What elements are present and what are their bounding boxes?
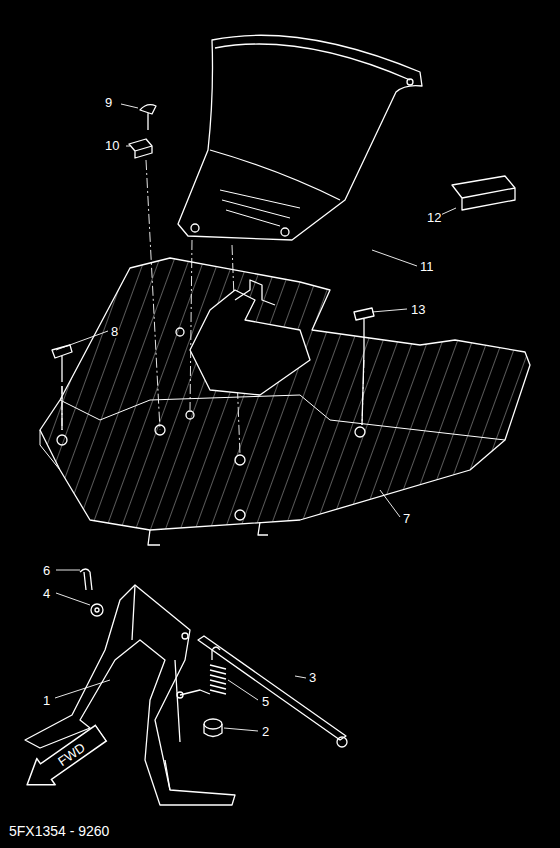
callout-number: 12	[426, 211, 442, 224]
callout-number: 7	[402, 512, 411, 525]
callout-number: 1	[42, 694, 51, 707]
callout-number: 9	[104, 96, 113, 109]
drawing-code: 5FX1354 - 9260	[8, 824, 110, 838]
callout-number: 4	[42, 587, 51, 600]
callout-number: 5	[261, 695, 270, 708]
callout-number: 10	[104, 139, 120, 152]
forward-arrow: FWD	[17, 719, 112, 800]
callout-number: 3	[308, 671, 317, 684]
callout-number: 13	[410, 303, 426, 316]
callout-number: 8	[110, 325, 119, 338]
callout-number: 11	[419, 260, 435, 273]
callout-number: 6	[42, 564, 51, 577]
callout-number: 2	[261, 725, 270, 738]
